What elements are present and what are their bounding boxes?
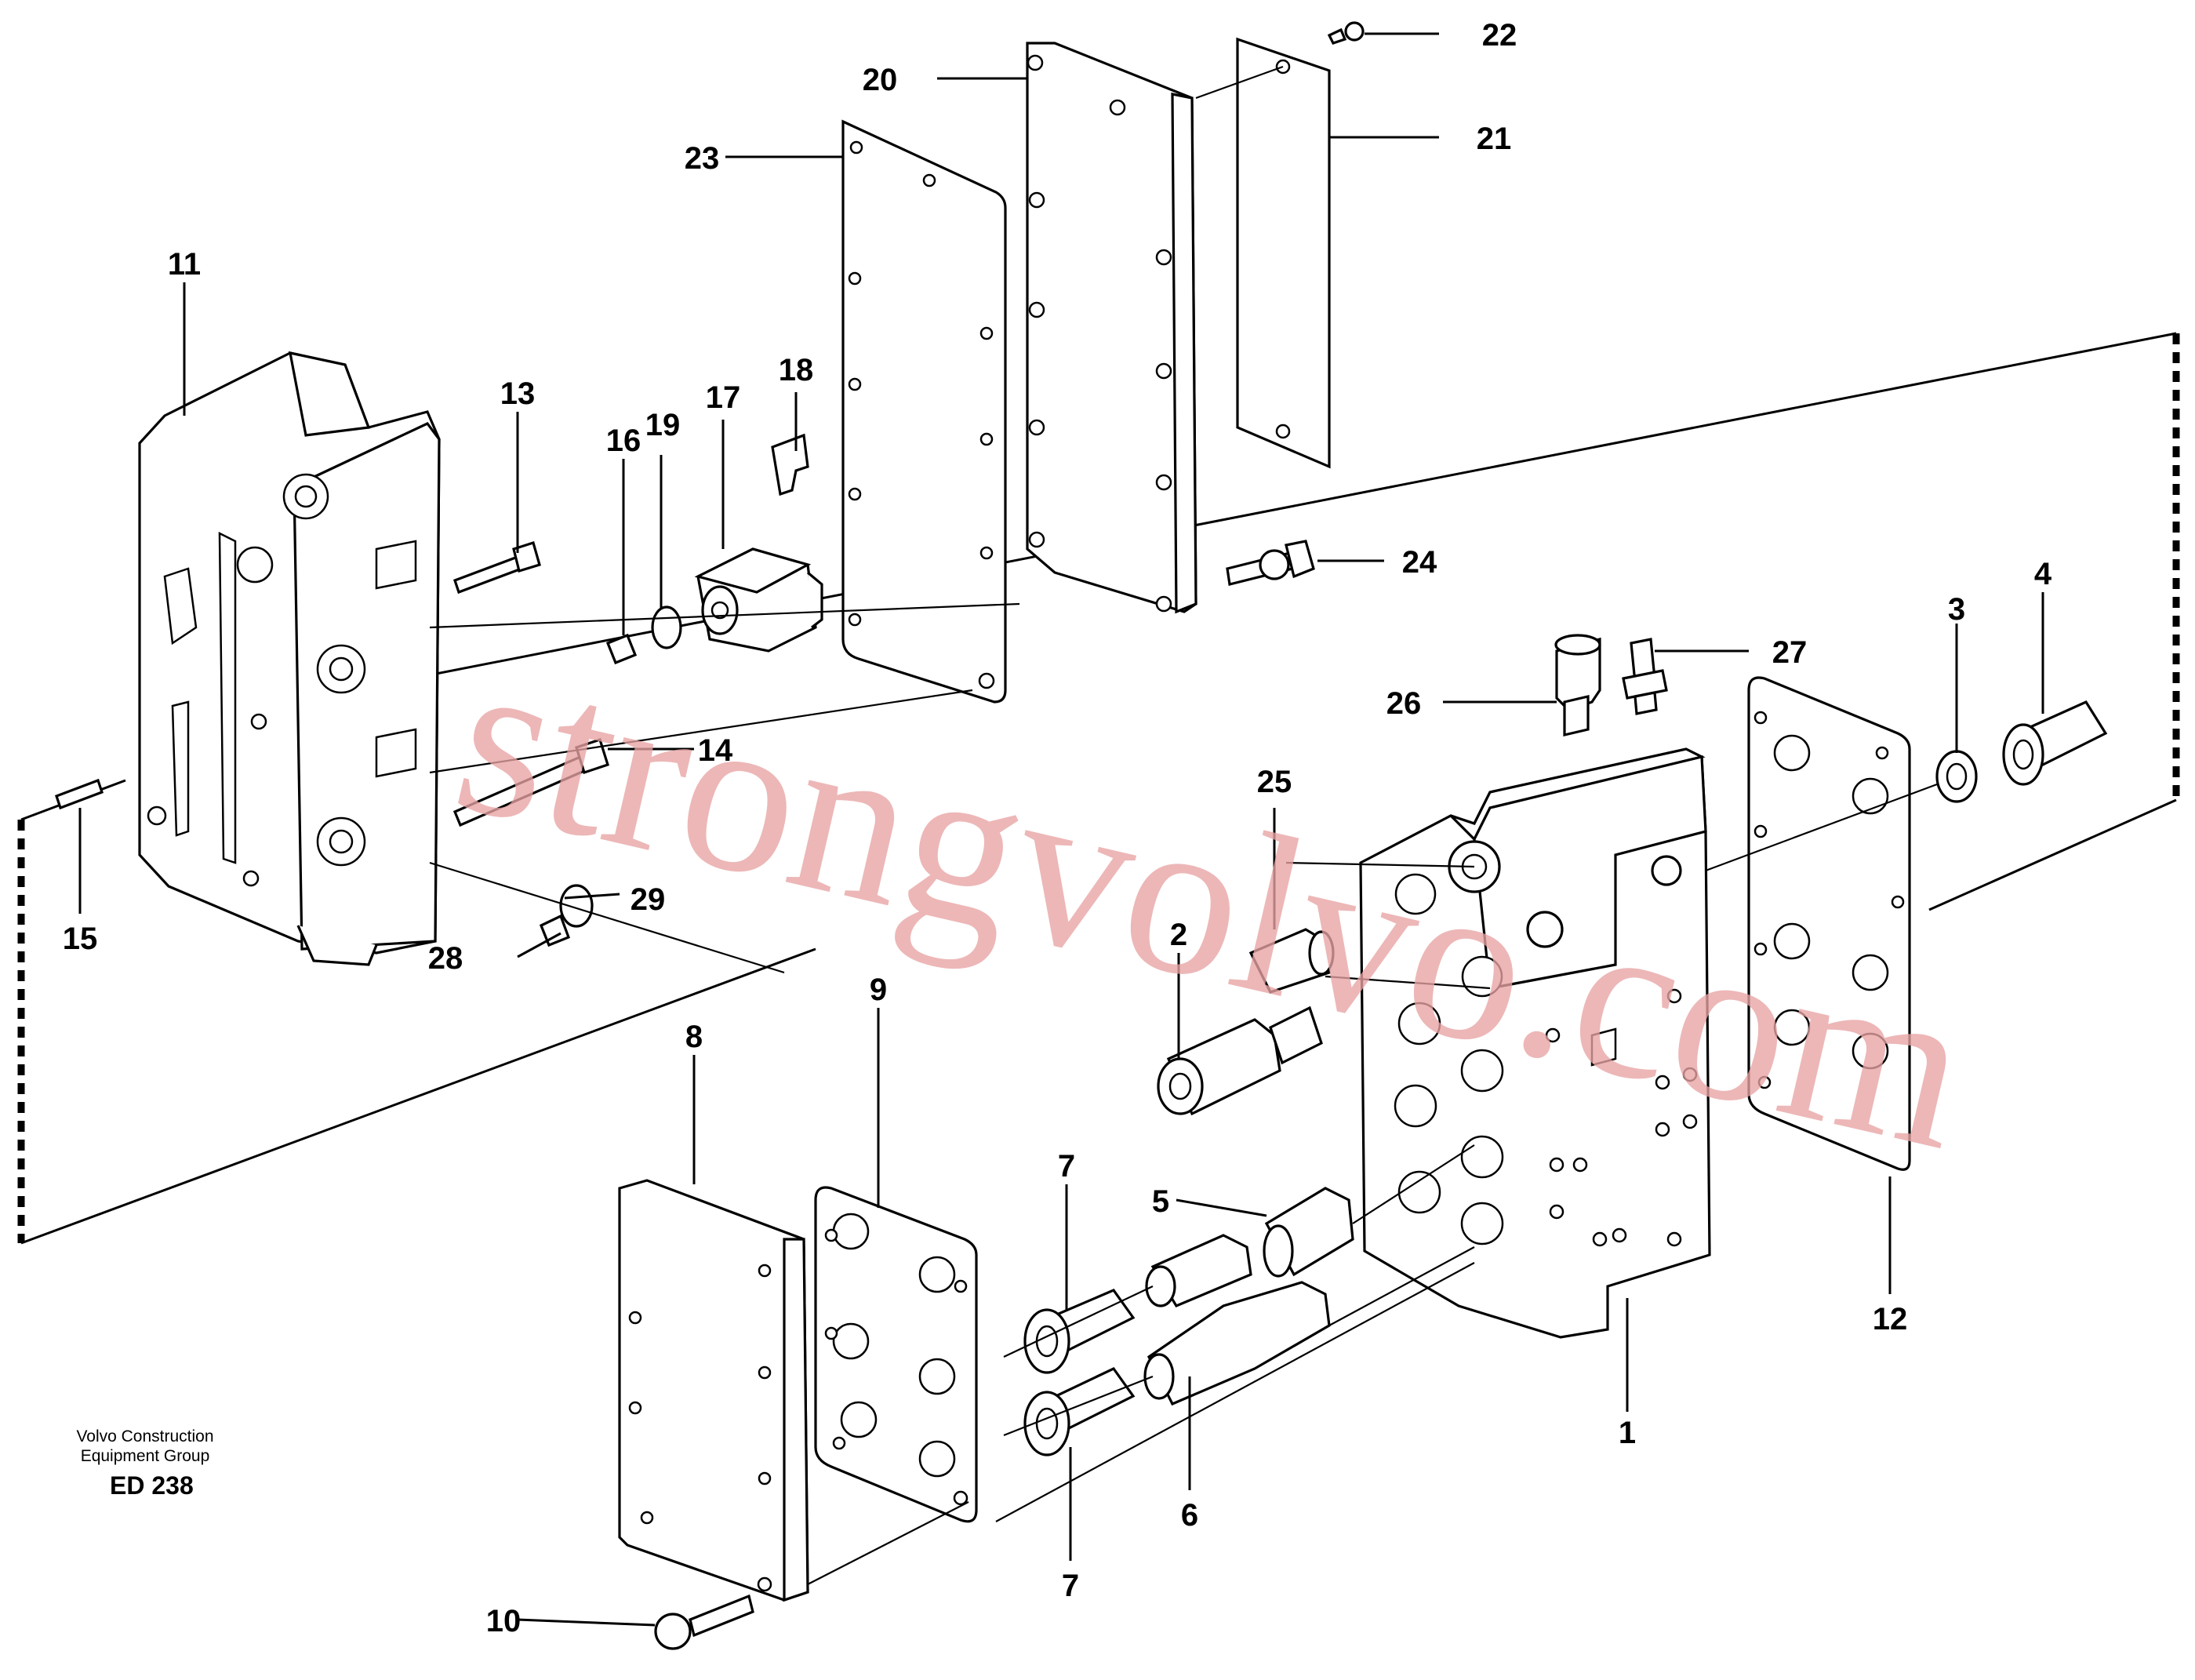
callout-label: 20 (863, 63, 898, 97)
callout-label: 6 (1181, 1498, 1198, 1533)
part-washer-29 (559, 884, 594, 928)
callout-label: 16 (606, 424, 641, 458)
part-spring-7-lower (1023, 1366, 1136, 1456)
callout-label: 26 (1386, 686, 1422, 721)
part-spool-6 (1143, 1234, 1331, 1406)
callout-label: 24 (1402, 545, 1437, 580)
callout-label: 12 (1873, 1302, 1908, 1336)
drawing-code: ED 238 (110, 1471, 194, 1500)
callout-label: 23 (685, 141, 720, 176)
part-bolt-10 (654, 1594, 754, 1650)
part-plug-16 (605, 633, 638, 665)
part-bolt-14 (452, 737, 609, 827)
part-valve-housing (138, 351, 441, 966)
callout-label: 15 (63, 922, 98, 956)
part-sensor-26 (1554, 634, 1601, 737)
callout-label: 27 (1772, 635, 1808, 670)
callout-label: 4 (2034, 557, 2052, 591)
part-gasket-9 (814, 1186, 978, 1523)
credit-line-1: Volvo Construction (76, 1427, 213, 1445)
callout-label: 14 (698, 733, 733, 768)
part-piston-5 (1263, 1187, 1354, 1278)
part-bolt-24 (1226, 540, 1315, 586)
callout-label: 10 (486, 1604, 521, 1638)
callout-label: 18 (779, 353, 814, 387)
callout-label: 25 (1257, 765, 1292, 799)
callout-label: 7 (1058, 1149, 1075, 1184)
callout-label: 28 (428, 941, 463, 976)
part-small-plate-21 (1236, 37, 1331, 469)
part-washer-3 (1935, 750, 1978, 803)
part-cover-plate-20 (1026, 42, 1197, 614)
part-gasket-12 (1747, 676, 1911, 1171)
callout-label: 3 (1948, 592, 1965, 627)
assembly-frame (17, 332, 2180, 1245)
callout-label: 8 (685, 1020, 703, 1054)
part-spool-2 (1157, 1005, 1323, 1116)
part-valve-body (1359, 747, 1711, 1339)
part-fitting-25 (1248, 928, 1335, 994)
part-plug-28 (539, 914, 571, 947)
part-cover-8 (618, 1179, 809, 1602)
callout-label: 13 (500, 376, 536, 411)
part-fitting-27 (1622, 638, 1668, 715)
callout-label: 17 (706, 380, 741, 415)
callout-label: 22 (1482, 18, 1517, 53)
part-clip-18 (771, 433, 809, 496)
callout-label: 9 (870, 973, 887, 1007)
callout-label: 5 (1152, 1184, 1169, 1219)
assembly-axis-lines (429, 65, 1938, 1585)
part-oring-19 (651, 605, 682, 649)
callout-label: 21 (1477, 122, 1512, 156)
callout-label: 2 (1170, 918, 1187, 952)
part-spring-4 (2002, 700, 2108, 786)
callout-label: 11 (168, 247, 201, 282)
callout-leaders (78, 32, 2044, 1627)
callout-label: 7 (1062, 1569, 1079, 1603)
part-screw-22 (1327, 21, 1365, 45)
callout-labels: 1 2 3 4 5 6 7 7 8 9 10 11 12 13 14 15 16… (63, 18, 2052, 1638)
credit-line-2: Equipment Group (81, 1447, 210, 1465)
part-pin-15 (54, 778, 104, 810)
callout-label: 29 (631, 882, 666, 917)
part-gasket-23 (841, 119, 1007, 704)
callout-label: 19 (645, 408, 681, 442)
credit-block: Volvo Construction Equipment Group ED 23… (76, 1427, 213, 1500)
part-solenoid-17 (694, 547, 823, 653)
part-bolt-13 (452, 540, 541, 595)
callout-label: 1 (1619, 1416, 1636, 1450)
